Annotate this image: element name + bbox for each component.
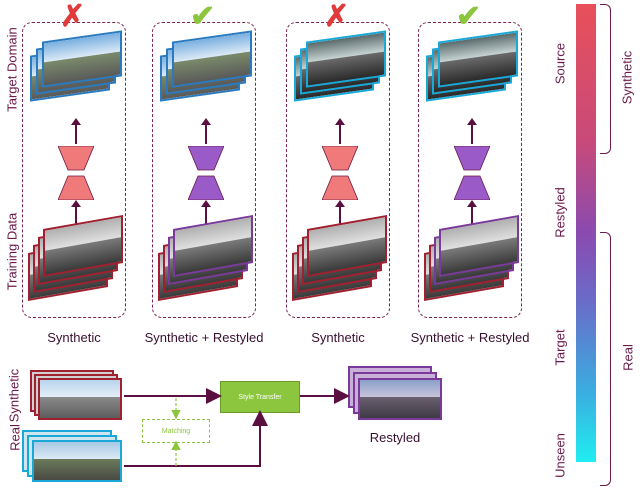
arrow-up (335, 200, 345, 224)
scale-unseen-label: Unseen (552, 433, 568, 478)
arrow-up (71, 200, 81, 224)
cross-icon: ✗ (324, 0, 350, 33)
synthetic-bracket (600, 4, 611, 154)
network-icon (322, 146, 358, 200)
scale-target-label: Target (552, 329, 568, 366)
pipeline-restyled-label: Restyled (369, 430, 421, 445)
arrow-up (201, 118, 211, 144)
setup-caption: Synthetic (311, 330, 365, 345)
pipeline-synthetic-stack (30, 370, 122, 420)
scale-synthetic-label: Synthetic (619, 50, 635, 105)
scale-real-label: Real (620, 344, 636, 371)
style-transfer-box: Style Transfer (220, 381, 300, 413)
arrow-up (71, 118, 81, 144)
domain-gradient-bar (576, 4, 596, 462)
setup-column-1 (22, 22, 126, 318)
matching-label: Matching (161, 427, 191, 435)
pipeline-real-stack (22, 430, 122, 482)
arrow-up (335, 118, 345, 144)
setup-column-3 (286, 22, 390, 318)
setup-caption: Synthetic + Restyled (144, 330, 264, 345)
scale-source-label: Source (552, 42, 568, 85)
style-transfer-label: Style Transfer (238, 393, 282, 401)
arrow-up (467, 200, 477, 224)
arrow-up (201, 200, 211, 224)
setup-caption: Synthetic + Restyled (410, 330, 530, 345)
real-bracket (600, 232, 611, 486)
pipeline-restyled-stack (348, 366, 444, 424)
cross-icon: ✗ (60, 0, 86, 33)
network-icon (58, 146, 94, 200)
network-icon (454, 146, 490, 200)
setup-column-2 (152, 22, 256, 318)
setup-column-4 (418, 22, 522, 318)
scale-restyled-label: Restyled (552, 187, 568, 238)
check-icon: ✔ (190, 0, 216, 33)
network-icon (188, 146, 224, 200)
setup-caption: Synthetic (47, 330, 101, 345)
check-icon: ✔ (456, 0, 482, 33)
arrow-up (467, 118, 477, 144)
